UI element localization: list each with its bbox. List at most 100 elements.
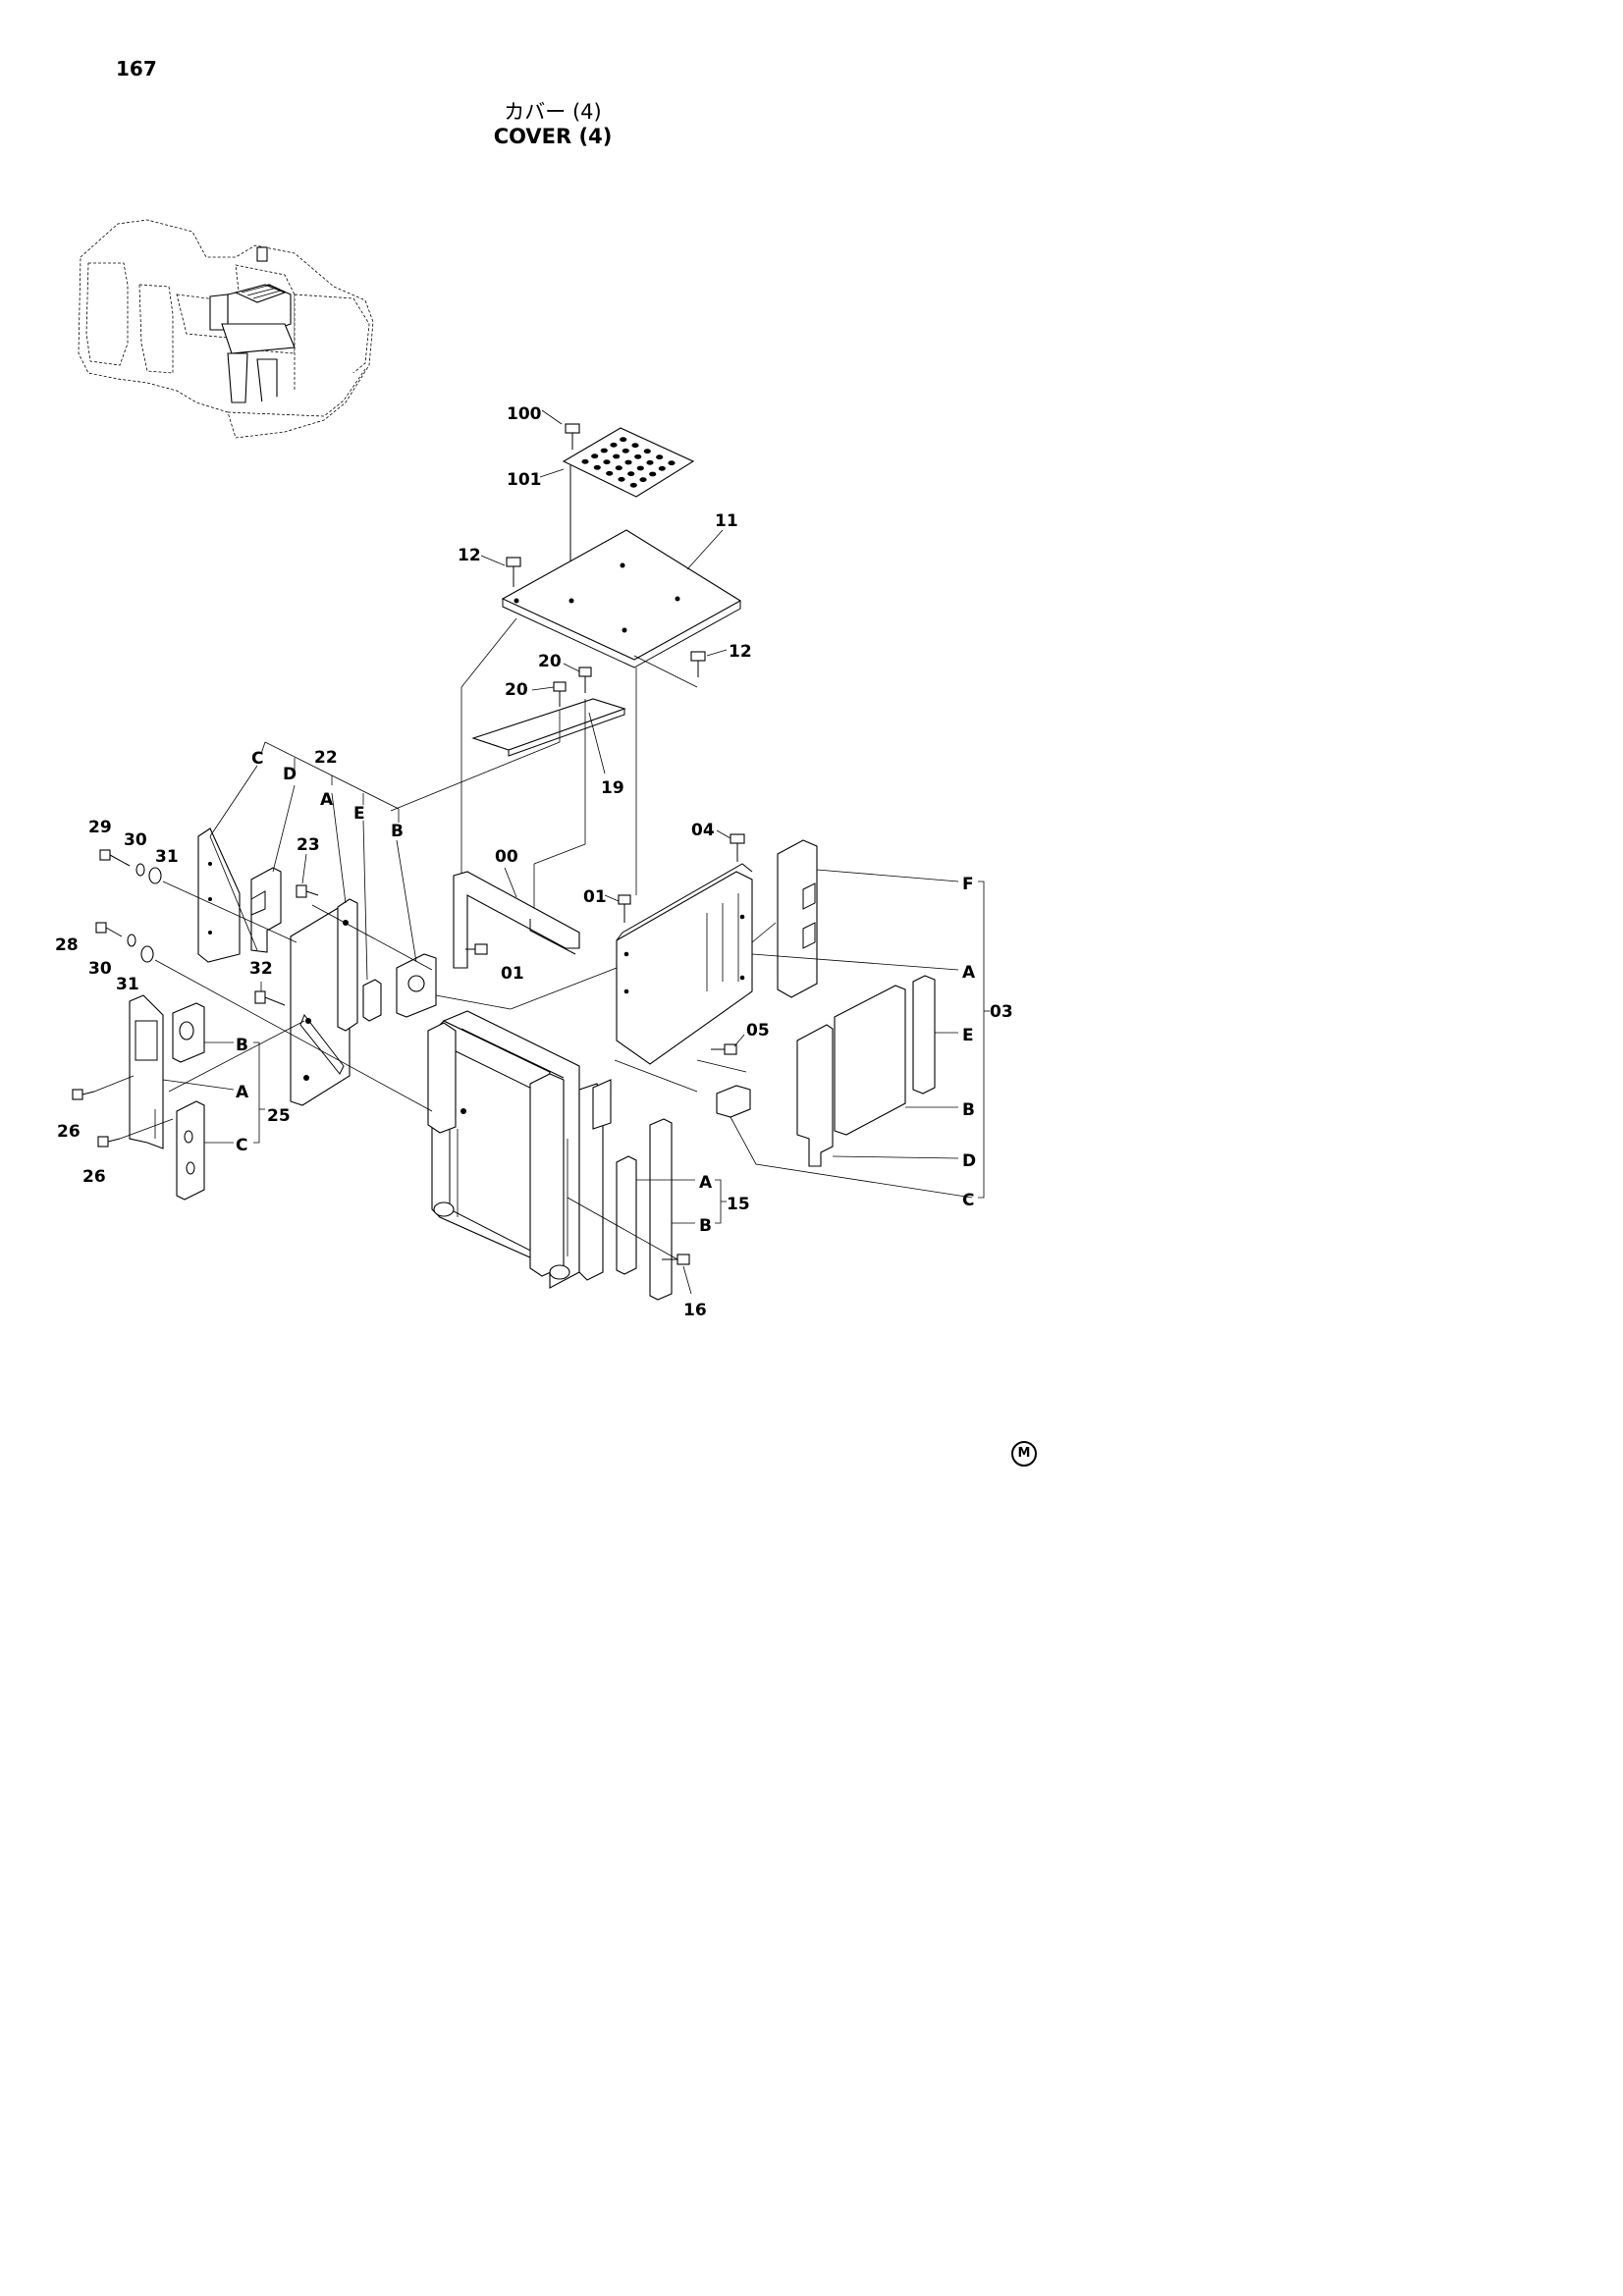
callout-11: 11 <box>715 511 738 531</box>
washer-30-a <box>135 863 145 877</box>
callout-16: 16 <box>683 1301 707 1320</box>
seal-25-B <box>172 1002 205 1063</box>
bolt-01-upper <box>618 894 631 923</box>
letter-22-D: D <box>283 765 297 784</box>
callout-26-a: 26 <box>57 1122 81 1142</box>
seal-15-A <box>616 1155 637 1275</box>
perforation-hole <box>643 449 651 454</box>
perforation-hole <box>615 465 622 471</box>
letter-25-A: A <box>236 1083 249 1102</box>
letter-03-F: F <box>962 875 974 894</box>
foam-03-D <box>796 1024 834 1167</box>
bracket-25 <box>162 1041 265 1144</box>
right-side-panel <box>616 863 753 1065</box>
callout-31-a: 31 <box>155 847 179 867</box>
seal-15-B <box>649 1118 673 1301</box>
page-number: 167 <box>116 57 157 80</box>
bolt-26-a <box>72 1089 95 1100</box>
callout-20-a: 20 <box>538 652 562 671</box>
seal-22-B <box>396 953 437 1018</box>
seal-25-C <box>176 1100 205 1201</box>
circled-m-mark: M <box>1011 1441 1037 1467</box>
washer-31-a <box>148 867 162 884</box>
bolt-05 <box>711 1043 737 1055</box>
bolt-26-b <box>97 1136 121 1148</box>
perforation-hole <box>634 454 642 459</box>
title-japanese: カバー (4) <box>504 100 602 124</box>
perforation-hole <box>618 476 625 482</box>
top-cover-11 <box>501 529 742 668</box>
exploded-parts-diagram: 100 101 11 12 12 20 20 19 00 01 01 04 05… <box>55 219 1013 1320</box>
perforation-hole <box>600 448 608 454</box>
perforation-hole <box>668 460 676 466</box>
callout-101: 101 <box>507 470 542 490</box>
foam-03-F <box>777 839 818 998</box>
bolt-12-left <box>506 557 521 587</box>
perforation-hole <box>636 465 644 471</box>
callout-30-b: 30 <box>88 959 112 979</box>
bracket-03 <box>751 869 990 1199</box>
callout-labels: 100 101 11 12 12 20 20 19 00 01 01 04 05… <box>55 404 1013 1320</box>
perforation-hole <box>646 459 654 465</box>
letter-03-B: B <box>962 1100 975 1120</box>
callout-05: 05 <box>746 1021 770 1041</box>
letter-03-C: C <box>962 1191 974 1210</box>
letter-03-D: D <box>962 1151 976 1171</box>
callout-00: 00 <box>495 847 518 867</box>
perforation-hole <box>658 465 666 471</box>
letter-03-A: A <box>962 963 976 983</box>
callout-23: 23 <box>297 835 320 855</box>
foam-03-E <box>912 975 936 1095</box>
callout-22: 22 <box>314 748 338 768</box>
bolt-04 <box>730 833 745 862</box>
letter-22-A: A <box>320 790 334 810</box>
perforation-hole <box>624 459 632 465</box>
bolt-12-right <box>690 651 706 677</box>
perforation-hole <box>606 470 614 476</box>
perforation-hole <box>631 443 639 449</box>
letter-03-E: E <box>962 1026 974 1045</box>
perforation-hole <box>656 454 664 460</box>
callout-19: 19 <box>601 778 624 798</box>
bolt-32 <box>254 990 286 1006</box>
callout-04: 04 <box>691 821 715 840</box>
callout-15: 15 <box>727 1195 750 1214</box>
bracket-15 <box>636 1179 727 1224</box>
radiator-assembly <box>427 1010 612 1289</box>
callout-12-right: 12 <box>729 642 752 662</box>
callout-30-a: 30 <box>124 830 147 850</box>
callout-32: 32 <box>249 959 273 979</box>
letter-15-B: B <box>699 1216 712 1236</box>
perforation-hole <box>603 459 611 465</box>
callout-31-b: 31 <box>116 975 139 994</box>
perforation-hole <box>629 482 637 488</box>
perforation-hole <box>591 454 599 459</box>
perforated-cover-101 <box>562 427 695 498</box>
title-english: COVER (4) <box>493 125 613 148</box>
letter-15-A: A <box>699 1173 713 1193</box>
bolt-29 <box>99 849 131 867</box>
bolt-20-a <box>578 667 592 693</box>
perforation-hole <box>627 471 635 477</box>
perforation-hole <box>620 437 627 443</box>
callout-28: 28 <box>55 935 79 955</box>
perforation-hole <box>593 464 601 470</box>
bolt-23 <box>296 884 319 898</box>
letter-22-E: E <box>353 804 365 824</box>
letter-22-B: B <box>391 822 404 841</box>
excavator-overview-sketch <box>78 219 374 439</box>
bolt-100 <box>565 423 580 450</box>
callout-03: 03 <box>990 1002 1013 1022</box>
washer-30-b <box>127 934 136 947</box>
perforation-hole <box>639 477 647 483</box>
perforation-hole <box>581 458 589 464</box>
washer-31-b <box>140 945 154 963</box>
plate-25-A <box>129 994 164 1149</box>
seal-22-E <box>362 979 382 1022</box>
callout-12-left: 12 <box>458 546 481 565</box>
seal-22-C <box>197 828 241 963</box>
perforation-hole <box>622 448 629 454</box>
callout-25: 25 <box>267 1106 291 1126</box>
callout-20-b: 20 <box>505 680 528 700</box>
perforation-hole <box>610 442 618 448</box>
